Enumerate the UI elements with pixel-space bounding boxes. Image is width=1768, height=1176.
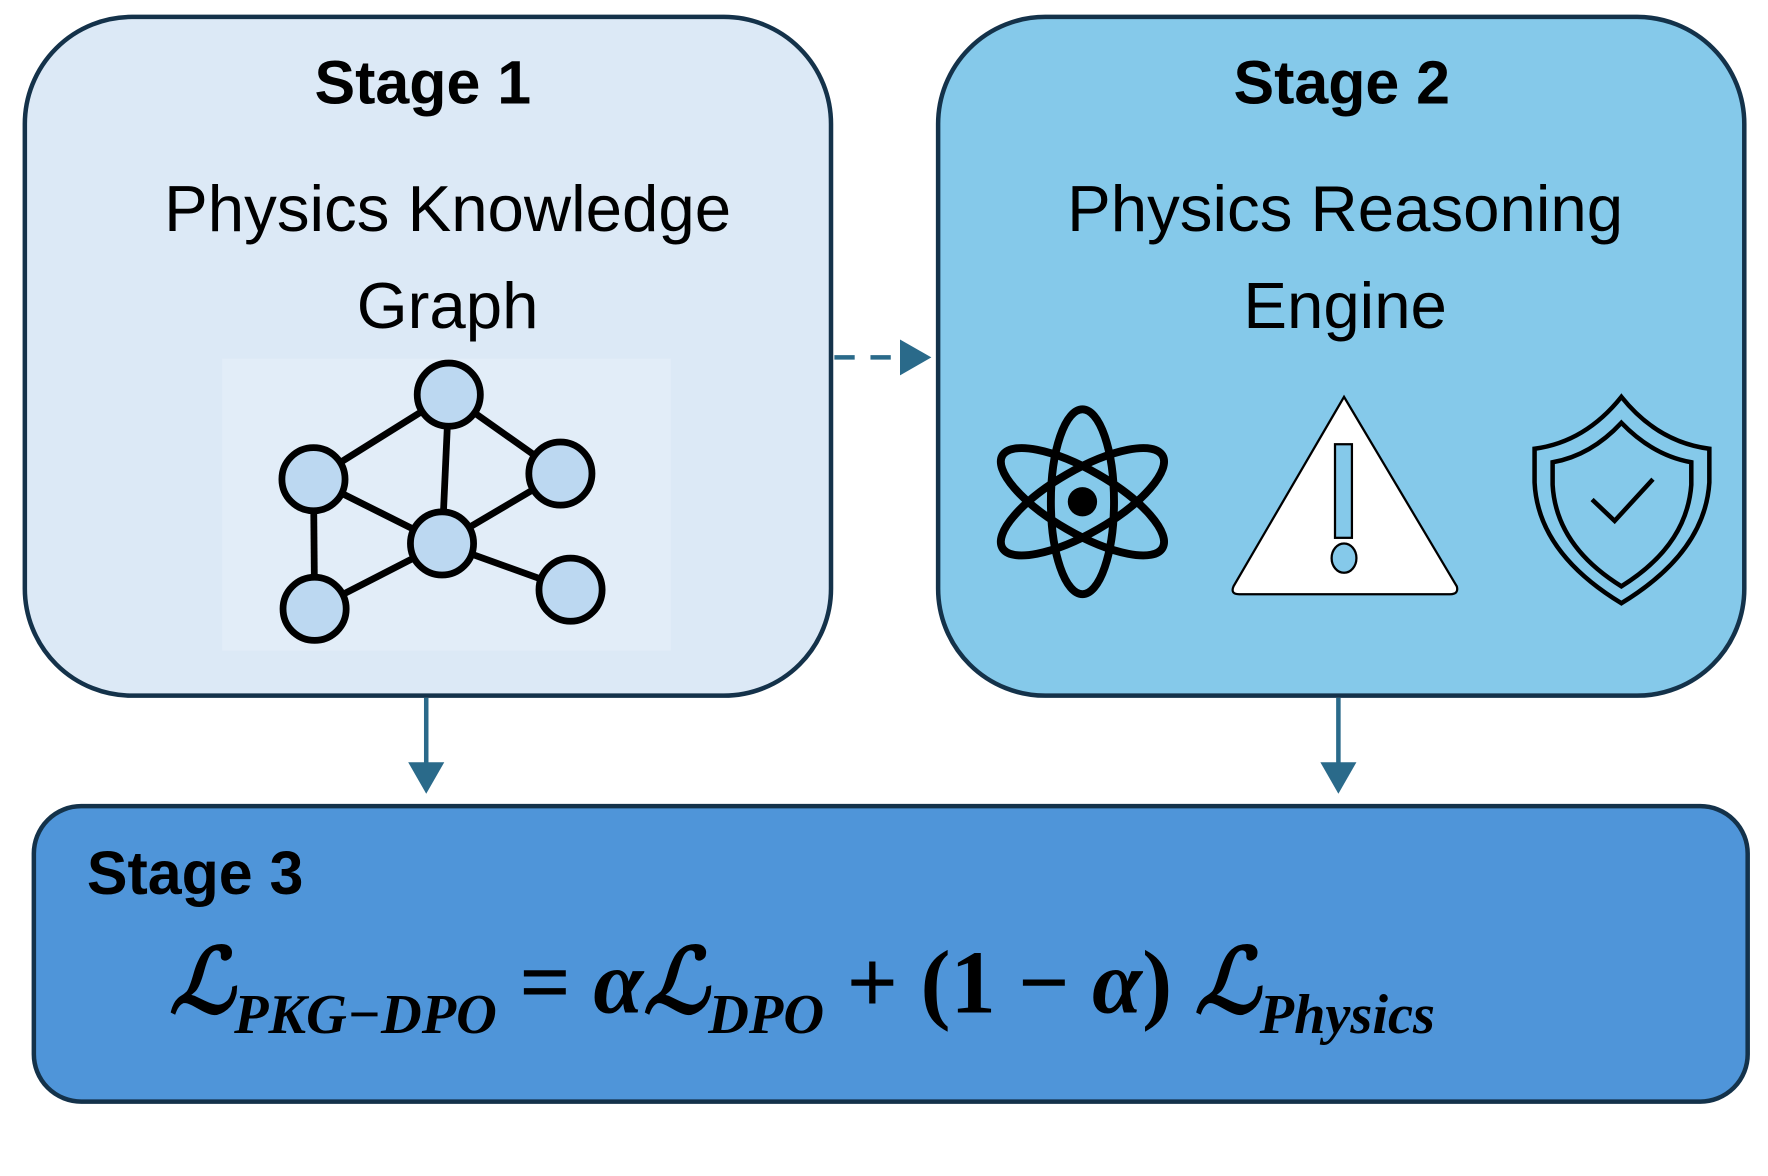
formula-minus: − — [996, 933, 1092, 1033]
formula-plus: + ( — [824, 933, 951, 1033]
formula-L1: ℒ — [169, 933, 238, 1033]
formula-close: ) — [1142, 933, 1195, 1033]
formula-sub2: DPO — [707, 984, 824, 1046]
stage2-subtitle-line1: Physics Reasoning — [1067, 172, 1623, 245]
stage1-subtitle-line1: Physics Knowledge — [164, 172, 731, 245]
warning-icon — [1231, 394, 1459, 596]
stage1-title: Stage 1 — [315, 49, 532, 117]
knowledge-graph-icon — [222, 358, 671, 651]
loss-formula: ℒPKG−DPO = αℒDPO + (1 − α) ℒPhysics — [169, 933, 1435, 1046]
stage2-box: Stage 2 Physics Reasoning Engine — [935, 14, 1747, 698]
stage3-box: Stage 3 ℒPKG−DPO = αℒDPO + (1 − α) ℒPhys… — [31, 803, 1750, 1104]
formula-L2: ℒ — [643, 933, 712, 1033]
stage1-box: Stage 1 Physics Knowledge Graph — [22, 14, 834, 698]
stage3-title: Stage 3 — [87, 839, 304, 907]
stage2-subtitle-line2: Engine — [1243, 269, 1447, 342]
formula-alpha2: α — [1092, 933, 1144, 1033]
atom-icon — [996, 405, 1168, 599]
formula-one: 1 — [951, 933, 996, 1033]
formula-sub3: Physics — [1259, 984, 1435, 1046]
formula-sub1: PKG−DPO — [233, 984, 497, 1046]
formula-L3: ℒ — [1195, 933, 1264, 1033]
stage1-subtitle-line2: Graph — [357, 269, 539, 342]
formula-alpha: α — [593, 933, 645, 1033]
stage2-title: Stage 2 — [1233, 49, 1450, 117]
formula-eq: = — [497, 933, 594, 1033]
shield-check-icon — [1532, 393, 1712, 606]
